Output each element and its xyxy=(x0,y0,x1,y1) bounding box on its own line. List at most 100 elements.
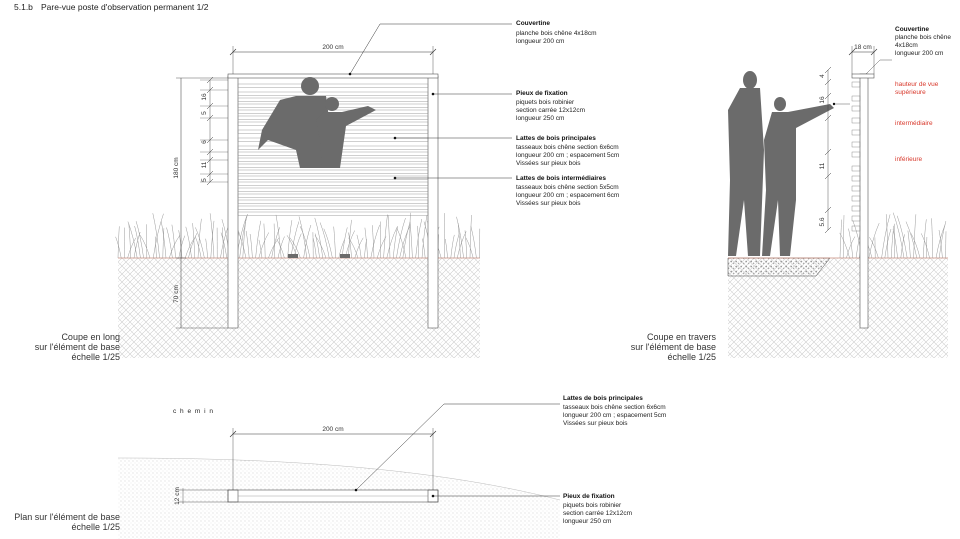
annotation-view-heights: hauteur de vue supérieure intermédiaire … xyxy=(895,81,939,163)
annotation-couvertine-travers: Couvertine planche bois chêne 4x18cm lon… xyxy=(895,26,951,57)
svg-text:4x18cm: 4x18cm xyxy=(895,42,918,49)
dim-slat-3: 11 xyxy=(201,161,208,168)
top-board xyxy=(227,73,439,79)
svg-text:longueur 200 cm ; espacement 5: longueur 200 cm ; espacement 5cm xyxy=(516,152,619,159)
slat xyxy=(851,205,861,212)
dim-height-long: 180 cm xyxy=(173,157,180,178)
caption-plan: Plan sur l'élément de base échelle 1/25 xyxy=(14,512,120,532)
svg-text:piquets bois robinier: piquets bois robinier xyxy=(516,99,575,106)
svg-text:section carrée 12x12cm: section carrée 12x12cm xyxy=(516,107,585,114)
svg-text:sur l'élément de base: sur l'élément de base xyxy=(631,342,716,352)
grass xyxy=(115,212,481,259)
svg-text:longueur 200 cm ; espacement 5: longueur 200 cm ; espacement 5cm xyxy=(563,412,666,419)
top-board-travers xyxy=(851,73,875,79)
annotation-couvertine-long: Couvertine planche bois chêne 4x18cm lon… xyxy=(516,20,597,45)
svg-text:planche bois chêne: planche bois chêne xyxy=(895,34,951,41)
svg-text:longueur 250 cm: longueur 250 cm xyxy=(563,518,611,525)
slat xyxy=(237,199,429,204)
slat xyxy=(851,105,861,112)
svg-text:Couvertine: Couvertine xyxy=(516,20,550,27)
dim-depth-plan: 12 cm xyxy=(174,487,181,505)
dim-travers-0: 4 xyxy=(819,74,826,78)
people-silhouette-travers xyxy=(728,71,834,256)
chemin-label: c h e m i n xyxy=(173,408,214,415)
page-title: Pare-vue poste d'observation permanent 1… xyxy=(41,2,209,12)
slat xyxy=(237,187,429,192)
svg-text:intermédiaire: intermédiaire xyxy=(895,120,933,127)
slat xyxy=(237,91,429,96)
svg-text:Lattes de bois intermédiaires: Lattes de bois intermédiaires xyxy=(516,175,606,182)
plan-view: c h e m i n 200 cm 12 cm Lattes de bois … xyxy=(14,395,666,539)
svg-text:planche bois chêne 4x18cm: planche bois chêne 4x18cm xyxy=(516,30,597,37)
people-silhouette xyxy=(258,77,376,258)
svg-text:Vissées sur pieux bois: Vissées sur pieux bois xyxy=(516,200,581,207)
gravel-path xyxy=(727,257,831,277)
svg-text:section carrée 12x12cm: section carrée 12x12cm xyxy=(563,510,632,517)
right-post xyxy=(427,75,439,329)
slat xyxy=(851,175,861,182)
dim-travers-2: 11 xyxy=(819,162,826,169)
slat xyxy=(237,83,429,88)
svg-text:Plan sur l'élément de base: Plan sur l'élément de base xyxy=(14,512,120,522)
slat xyxy=(851,215,861,222)
dim-travers-1: 16 xyxy=(819,96,826,104)
dim-slat-2: 6 xyxy=(201,140,208,144)
dim-slat-1: 5 xyxy=(201,111,208,115)
svg-text:Couvertine: Couvertine xyxy=(895,26,929,33)
slat xyxy=(851,81,861,88)
svg-text:Coupe en long: Coupe en long xyxy=(61,332,120,342)
slat xyxy=(851,141,861,148)
slat xyxy=(851,129,861,136)
svg-text:Lattes de bois principales: Lattes de bois principales xyxy=(563,395,643,402)
slat xyxy=(237,211,429,216)
cross-section-view: 18 cm 4 16 11 5.6 Couvertine planche boi… xyxy=(631,26,952,362)
caption-travers: Coupe en travers sur l'élément de base é… xyxy=(631,332,717,362)
svg-text:Lattes de bois principales: Lattes de bois principales xyxy=(516,135,596,142)
dim-width-plan: 200 cm xyxy=(322,426,343,433)
dim-width-long: 200 cm xyxy=(322,44,343,51)
svg-text:sur l'élément de base: sur l'élément de base xyxy=(35,342,120,352)
left-post xyxy=(227,75,239,329)
annotation-lattes-principales-plan: Lattes de bois principales tasseaux bois… xyxy=(563,395,666,427)
svg-text:Vissées sur pieux bois: Vissées sur pieux bois xyxy=(563,420,628,427)
slat xyxy=(237,193,429,198)
slat xyxy=(851,185,861,192)
svg-text:échelle 1/25: échelle 1/25 xyxy=(71,352,120,362)
svg-text:échelle 1/25: échelle 1/25 xyxy=(667,352,716,362)
svg-text:Vissées sur pieux bois: Vissées sur pieux bois xyxy=(516,160,581,167)
slat xyxy=(851,117,861,124)
dim-travers-3: 5.6 xyxy=(819,217,826,226)
svg-text:piquets bois robinier: piquets bois robinier xyxy=(563,502,622,509)
svg-text:tasseaux bois chêne section 6x: tasseaux bois chêne section 6x6cm xyxy=(516,144,619,151)
caption-long: Coupe en long sur l'élément de base éche… xyxy=(35,332,120,362)
svg-text:tasseaux bois chêne section 6x: tasseaux bois chêne section 6x6cm xyxy=(563,404,666,411)
dim-slat-4: 5 xyxy=(201,178,208,182)
dim-depth-long: 70 cm xyxy=(173,285,180,303)
svg-text:Pieux de fixation: Pieux de fixation xyxy=(563,493,615,500)
slat xyxy=(237,181,429,186)
svg-text:longueur 200 cm: longueur 200 cm xyxy=(895,50,943,57)
svg-text:Coupe en travers: Coupe en travers xyxy=(647,332,717,342)
svg-text:Pieux de fixation: Pieux de fixation xyxy=(516,90,568,97)
slat xyxy=(237,169,429,174)
slat xyxy=(851,151,861,158)
post-travers xyxy=(859,73,869,329)
svg-text:tasseaux bois chêne section 5x: tasseaux bois chêne section 5x5cm xyxy=(516,184,619,191)
annotation-lattes-intermediaires-long: Lattes de bois intermédiaires tasseaux b… xyxy=(516,175,619,207)
svg-text:échelle 1/25: échelle 1/25 xyxy=(71,522,120,532)
svg-text:longueur 200 cm ; espacement 6: longueur 200 cm ; espacement 6cm xyxy=(516,192,619,199)
section-number: 5.1.b xyxy=(14,2,33,12)
slat xyxy=(237,205,429,210)
slat xyxy=(851,95,861,102)
svg-text:longueur 250 cm: longueur 250 cm xyxy=(516,115,564,122)
grass-travers xyxy=(839,212,947,259)
slat xyxy=(851,165,861,172)
slat xyxy=(851,195,861,202)
long-section-view: 200 cm 180 cm 70 cm 16 5 6 11 5 C xyxy=(35,20,620,362)
svg-text:supérieure: supérieure xyxy=(895,89,926,96)
dim-slat-0: 16 xyxy=(201,93,208,101)
slats-travers xyxy=(851,81,861,232)
slat xyxy=(851,225,861,232)
annotation-pieux-long: Pieux de fixation piquets bois robinier … xyxy=(516,90,585,122)
